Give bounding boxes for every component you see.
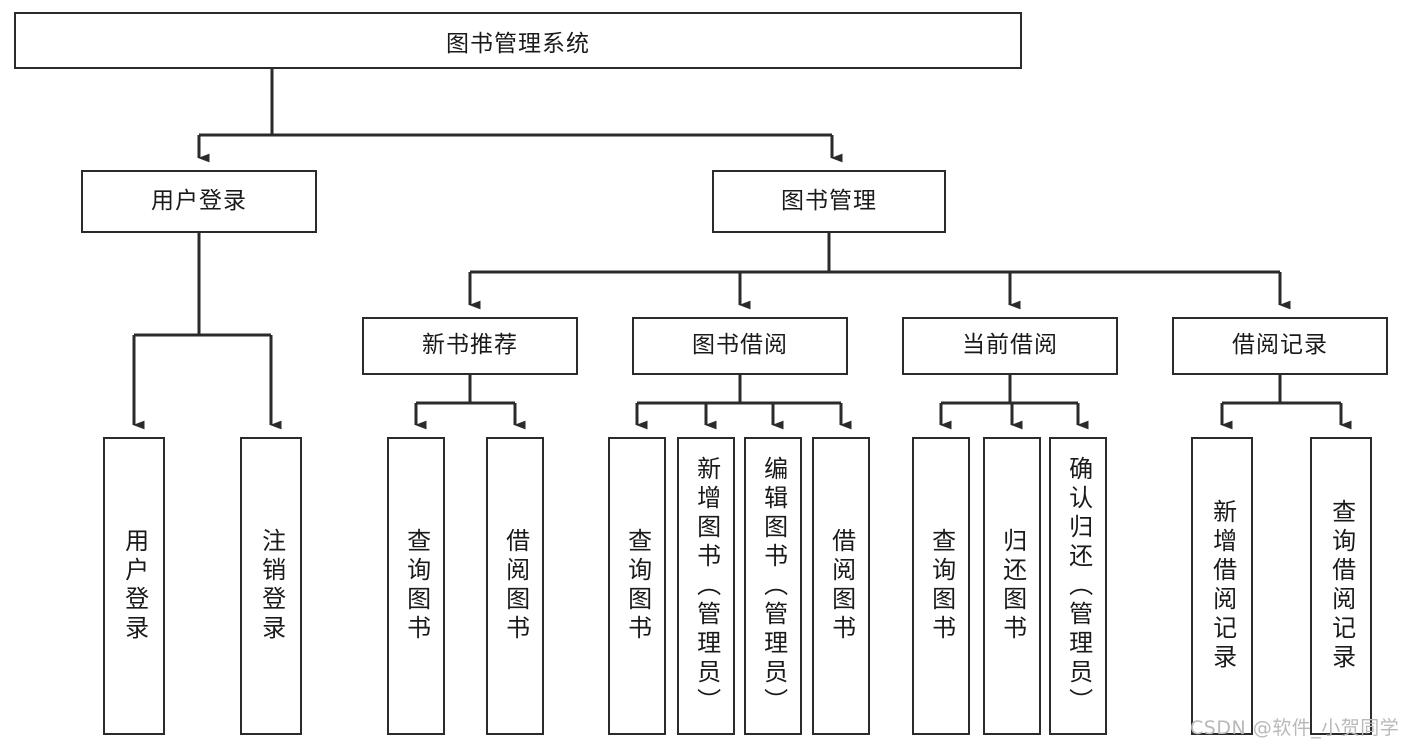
leaf-add-borrow-record[interactable]: 新增借阅记录 — [1191, 437, 1253, 735]
node-label: 查询图书 — [927, 528, 956, 644]
node-label: 新增借阅记录 — [1208, 499, 1237, 673]
node-label: 新增图书（管理员） — [692, 455, 721, 717]
leaf-confirm-return-admin[interactable]: 确认归还（管理员） — [1049, 437, 1107, 735]
leaf-query-book-recommend[interactable]: 查询图书 — [387, 437, 445, 735]
node-label: 新书推荐 — [422, 332, 518, 359]
watermark-csdn: CSDN @软件_小贺同学 — [1190, 717, 1400, 739]
node-label: 查询图书 — [402, 528, 431, 644]
node-label: 编辑图书（管理员） — [759, 455, 788, 717]
node-label: 借阅图书 — [501, 528, 530, 644]
node-label: 借阅记录 — [1232, 332, 1328, 359]
leaf-query-book-current[interactable]: 查询图书 — [912, 437, 970, 735]
node-label: 确认归还（管理员） — [1064, 455, 1093, 717]
node-root-system[interactable]: 图书管理系统 — [14, 12, 1022, 69]
leaf-edit-book-admin[interactable]: 编辑图书（管理员） — [744, 437, 802, 735]
node-current-borrow[interactable]: 当前借阅 — [902, 317, 1118, 375]
node-label: 用户登录 — [120, 528, 149, 644]
leaf-user-login[interactable]: 用户登录 — [103, 437, 165, 735]
leaf-return-book[interactable]: 归还图书 — [983, 437, 1041, 735]
node-label: 归还图书 — [998, 528, 1027, 644]
node-label: 图书管理 — [781, 187, 877, 214]
node-book-management[interactable]: 图书管理 — [712, 170, 946, 233]
node-label: 当前借阅 — [962, 332, 1058, 359]
leaf-logout[interactable]: 注销登录 — [240, 437, 302, 735]
node-label: 查询图书 — [623, 528, 652, 644]
node-book-borrow[interactable]: 图书借阅 — [632, 317, 848, 375]
node-label: 注销登录 — [257, 528, 286, 644]
leaf-query-borrow-record[interactable]: 查询借阅记录 — [1310, 437, 1372, 735]
node-label: 借阅图书 — [827, 528, 856, 644]
node-label: 图书管理系统 — [446, 30, 590, 57]
node-label: 用户登录 — [151, 187, 247, 214]
node-label: 查询借阅记录 — [1327, 499, 1356, 673]
leaf-borrow-book[interactable]: 借阅图书 — [812, 437, 870, 735]
node-new-book-recommend[interactable]: 新书推荐 — [362, 317, 578, 375]
node-user-login[interactable]: 用户登录 — [81, 170, 317, 233]
node-borrow-record[interactable]: 借阅记录 — [1172, 317, 1388, 375]
leaf-query-book-borrow[interactable]: 查询图书 — [608, 437, 666, 735]
node-label: 图书借阅 — [692, 332, 788, 359]
leaf-borrow-book-recommend[interactable]: 借阅图书 — [486, 437, 544, 735]
leaf-add-book-admin[interactable]: 新增图书（管理员） — [677, 437, 735, 735]
